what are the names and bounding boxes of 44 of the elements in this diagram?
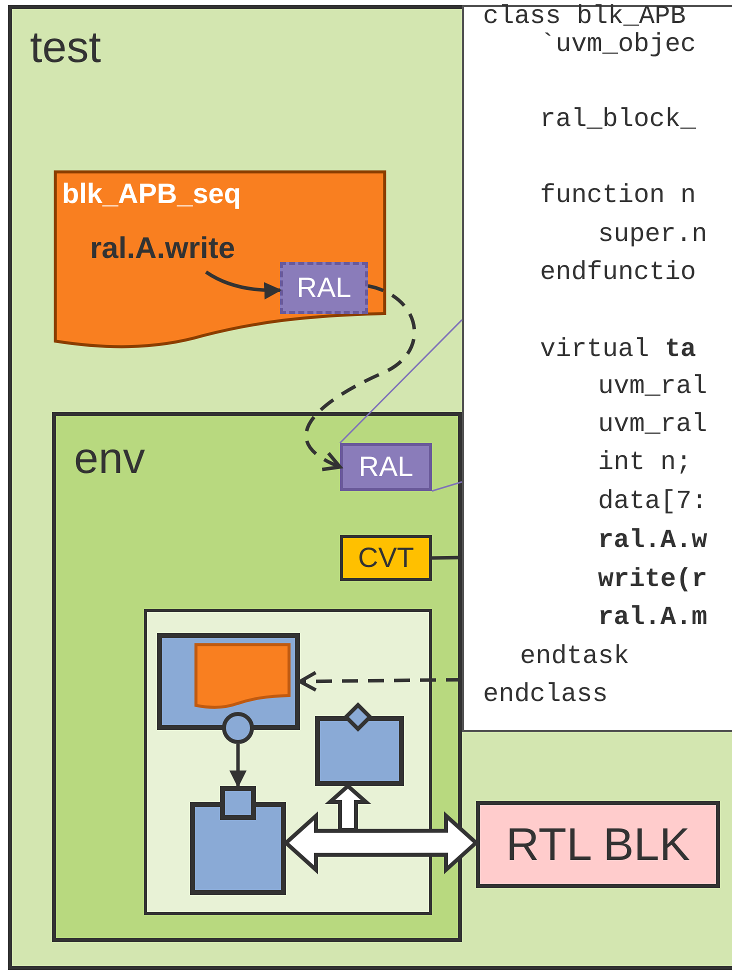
component-label: RAL [296, 272, 352, 304]
component-title: test [30, 23, 101, 74]
code-line: function n [540, 181, 696, 211]
rtl-block-box [476, 801, 720, 888]
code-line: endfunctio [540, 258, 696, 288]
code-line: ral.A.w [598, 526, 708, 556]
register-model-box [280, 262, 368, 314]
code-line: endclass [483, 680, 608, 710]
component-label: RAL [358, 450, 414, 484]
code-line: `uvm_objec [540, 30, 696, 60]
code-line: int n; [598, 448, 692, 478]
arrow [205, 270, 282, 300]
port-diamond [345, 704, 371, 730]
monitor-box [315, 716, 404, 786]
code-line: virtual ta [540, 335, 696, 365]
port-square [220, 786, 256, 820]
code-line: endtask [520, 642, 630, 672]
container-box [52, 412, 462, 942]
code-line: uvm_ral [598, 372, 708, 402]
code-panel [462, 5, 732, 732]
container-box [8, 5, 732, 970]
driver-box [190, 802, 286, 895]
callout-line [432, 481, 462, 492]
double-block-arrow [283, 811, 479, 874]
component-label: RTL BLK [506, 818, 690, 871]
register-model-box [340, 443, 432, 491]
component-label: ral.A.write [90, 232, 236, 266]
code-line: data[7: [598, 487, 708, 517]
document-shape [195, 644, 290, 710]
agent-box [144, 609, 432, 915]
component-label: CVT [358, 542, 414, 574]
code-line: class blk_APB [483, 2, 686, 32]
block-arrow [324, 783, 372, 832]
code-line: write(r [598, 565, 708, 595]
code-line: super.n [598, 220, 708, 250]
arrow [229, 744, 247, 788]
code-line: ral_block_ [540, 105, 696, 135]
component-title: env [74, 434, 145, 485]
code-line: ral.A.m [598, 603, 708, 633]
sequencer-box [157, 633, 300, 730]
converter-box [340, 535, 432, 581]
component-title: blk_APB_seq [62, 178, 241, 210]
callout-line [339, 319, 463, 444]
code-line: uvm_ral [598, 410, 708, 440]
